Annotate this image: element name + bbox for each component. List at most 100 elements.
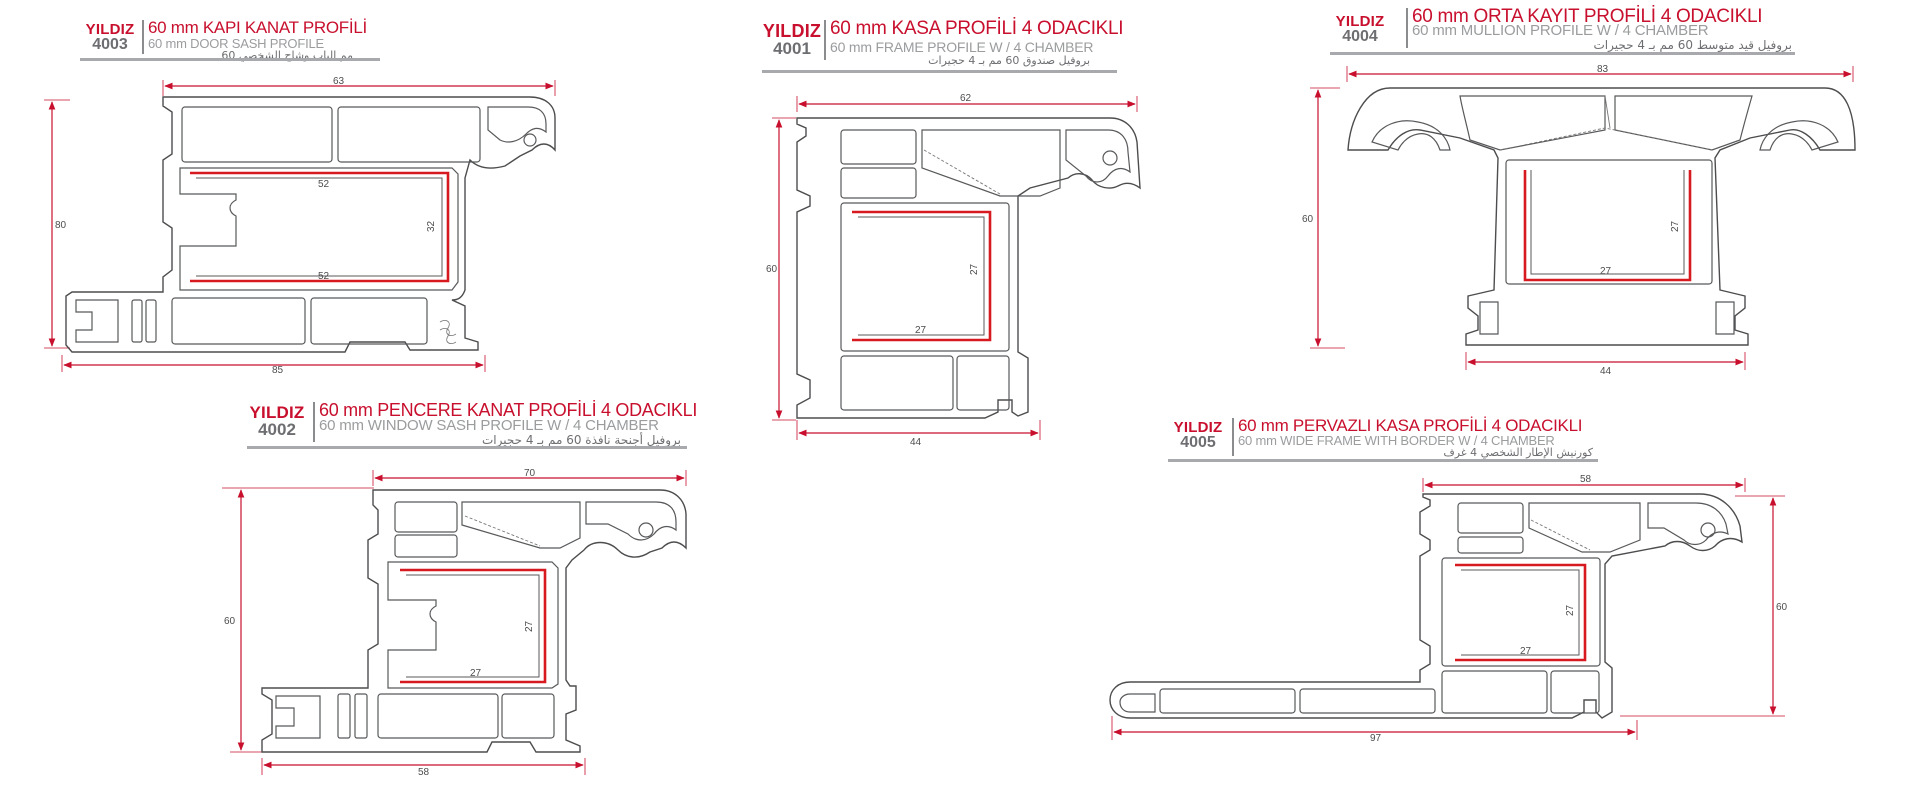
chamber bbox=[1299, 688, 1436, 714]
header-underline bbox=[1330, 52, 1795, 55]
gasket-groove bbox=[275, 695, 321, 739]
dim-label-bottom: 85 bbox=[272, 365, 284, 376]
chamber bbox=[921, 129, 1061, 197]
profile-subtitle-en: 60 mm WINDOW SASH PROFILE W / 4 CHAMBER bbox=[319, 417, 659, 434]
header-divider bbox=[313, 402, 315, 442]
profile-code: 4005 bbox=[1180, 434, 1216, 451]
chamber bbox=[1647, 502, 1729, 546]
dim-label-right: 60 bbox=[1776, 602, 1788, 613]
brand-mark: YILDIZ 4001 bbox=[762, 22, 822, 57]
profile-subtitle-en: 60 mm FRAME PROFILE W / 4 CHAMBER bbox=[830, 39, 1094, 55]
steel-reinforcement-inner bbox=[858, 216, 985, 336]
chamber bbox=[585, 501, 677, 541]
dim-label-inner-top: 52 bbox=[318, 179, 330, 190]
chamber bbox=[1457, 502, 1524, 534]
brand-name: YILDIZ bbox=[762, 21, 822, 41]
dim-label-inner-bottom: 27 bbox=[470, 668, 482, 679]
chamber bbox=[394, 501, 458, 533]
profile-title: 60 mm ORTA KAYIT PROFİLİ 4 ODACIKLI bbox=[1412, 6, 1763, 27]
brand-name: YILDIZ bbox=[249, 403, 305, 422]
web-line bbox=[1530, 519, 1591, 551]
dim-label-top: 62 bbox=[960, 93, 972, 104]
chamber bbox=[181, 106, 333, 163]
chamber bbox=[1759, 120, 1839, 151]
steel-chamber bbox=[1505, 159, 1713, 285]
profile-subtitle-ar: بروفيل أجنحة نافذة 60 مم بـ 4 حجيرات bbox=[481, 433, 681, 447]
profile-outline bbox=[1109, 493, 1743, 719]
steel-chamber bbox=[387, 561, 559, 689]
chamber bbox=[1441, 670, 1548, 714]
dim-label-left: 60 bbox=[766, 264, 778, 275]
chamber bbox=[840, 129, 917, 165]
gasket bbox=[439, 319, 457, 337]
header-underline bbox=[762, 70, 1117, 73]
profile-4002-drawing: 70 60 58 27 27 bbox=[222, 468, 687, 778]
dim-label-left: 60 bbox=[224, 616, 236, 627]
steel-reinforcement-inner bbox=[196, 177, 443, 277]
brand-mark: YILDIZ 4003 bbox=[80, 22, 140, 53]
chamber bbox=[310, 297, 428, 345]
brand-mark: YILDIZ 4004 bbox=[1330, 14, 1390, 45]
chamber bbox=[1119, 693, 1156, 713]
brand-mark: YILDIZ 4005 bbox=[1168, 420, 1228, 451]
profile-header-4005: YILDIZ 4005 60 mm PERVAZLI KASA PROFİLİ … bbox=[1168, 416, 1598, 468]
header-divider bbox=[824, 20, 826, 60]
dim-label-inner-right: 27 bbox=[1565, 604, 1576, 616]
chamber bbox=[956, 355, 1010, 411]
profile-title: 60 mm KAPI KANAT PROFİLİ bbox=[148, 18, 367, 37]
steel-chamber bbox=[1441, 557, 1601, 667]
dim-label-top: 58 bbox=[1580, 474, 1592, 485]
profile-subtitle-en: 60 mm WIDE FRAME WITH BORDER W / 4 CHAMB… bbox=[1238, 433, 1555, 448]
chamber bbox=[487, 106, 547, 143]
chamber bbox=[1459, 95, 1606, 151]
brand-name: YILDIZ bbox=[85, 21, 135, 38]
dim-label-inner-right: 27 bbox=[969, 263, 980, 275]
profile-subtitle-en: 60 mm DOOR SASH PROFILE bbox=[148, 36, 324, 51]
web-line bbox=[1604, 95, 1611, 129]
chamber bbox=[1371, 120, 1451, 151]
profile-header-4003: YILDIZ 4003 60 mm KAPI KANAT PROFİLİ 60 … bbox=[80, 18, 380, 70]
chamber bbox=[337, 693, 351, 739]
chamber bbox=[337, 106, 481, 163]
profile-4001-drawing: 62 60 44 27 27 bbox=[766, 93, 1141, 448]
chamber bbox=[840, 167, 917, 199]
profile-header-4004: YILDIZ 4004 60 mm ORTA KAYIT PROFİLİ 4 O… bbox=[1330, 6, 1795, 58]
dim-label-inner-right: 27 bbox=[1670, 220, 1681, 232]
dim-label-inner-bottom: 27 bbox=[915, 325, 927, 336]
gasket-groove bbox=[75, 299, 119, 343]
chamber bbox=[1614, 95, 1753, 151]
dim-label-bottom: 58 bbox=[418, 767, 430, 778]
chamber bbox=[394, 534, 458, 558]
steel-reinforcement bbox=[1523, 170, 1692, 282]
chamber bbox=[1528, 502, 1641, 553]
chamber bbox=[1065, 129, 1131, 183]
steel-reinforcement bbox=[400, 568, 547, 684]
steel-reinforcement-inner bbox=[1530, 170, 1685, 275]
brand-mark: YILDIZ 4002 bbox=[247, 404, 307, 438]
steel-reinforcement bbox=[852, 210, 992, 342]
chamber bbox=[840, 355, 954, 411]
gasket-groove bbox=[523, 133, 537, 147]
profile-outline bbox=[796, 117, 1141, 419]
chamber bbox=[131, 299, 143, 343]
dim-label-inner-bottom: 27 bbox=[1600, 266, 1612, 277]
steel-reinforcement bbox=[190, 171, 450, 283]
dim-label-inner-bottom: 52 bbox=[318, 271, 330, 282]
chamber bbox=[1457, 536, 1524, 554]
profile-title: 60 mm PENCERE KANAT PROFİLİ 4 ODACIKLI bbox=[319, 400, 698, 420]
steel-reinforcement bbox=[1455, 563, 1587, 662]
profile-code: 4002 bbox=[258, 420, 296, 439]
chamber bbox=[145, 299, 157, 343]
chamber bbox=[461, 501, 581, 549]
brand-name: YILDIZ bbox=[1335, 13, 1385, 30]
web-line bbox=[1499, 127, 1713, 151]
header-divider bbox=[1232, 418, 1234, 456]
profile-code: 4003 bbox=[92, 36, 128, 53]
web-line bbox=[923, 149, 1001, 195]
profile-4004-drawing: 83 60 44 27 27 bbox=[1302, 64, 1856, 377]
steel-reinforcement-inner bbox=[1461, 569, 1580, 656]
dim-label-bottom: 97 bbox=[1370, 733, 1382, 744]
profile-header-4002: YILDIZ 4002 60 mm PENCERE KANAT PROFİLİ … bbox=[247, 400, 697, 452]
profile-4005-drawing: 58 60 97 27 27 bbox=[1109, 474, 1788, 744]
header-underline bbox=[1168, 459, 1598, 462]
